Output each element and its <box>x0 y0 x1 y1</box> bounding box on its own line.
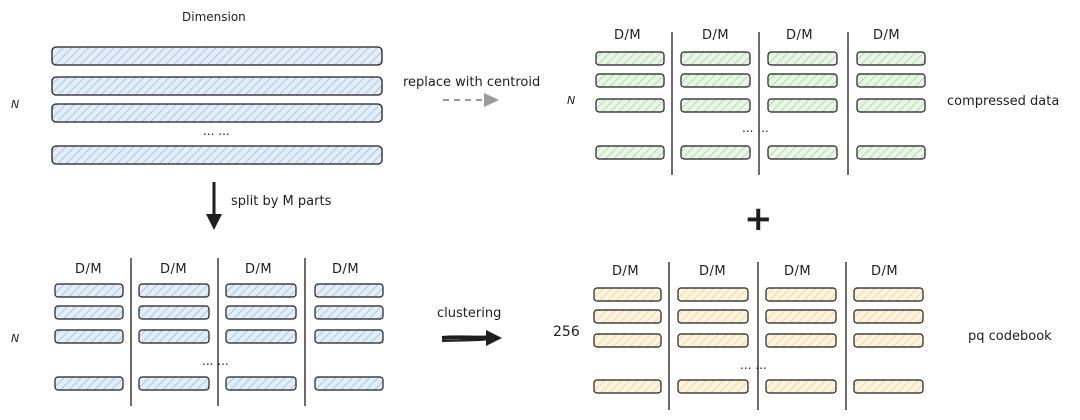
compressed-cell <box>595 98 665 113</box>
subvector-cell <box>314 329 384 344</box>
n-label: N <box>11 332 20 345</box>
n-label: N <box>11 98 20 111</box>
codebook-cell <box>853 379 924 394</box>
codebook-cell <box>853 333 924 348</box>
pq-codebook-label: pq codebook <box>968 329 1052 344</box>
subvector-cell <box>138 376 210 391</box>
compressed-cell <box>856 98 926 113</box>
vector-row <box>51 46 383 66</box>
codebook-cell <box>593 379 662 394</box>
compressed-cell <box>680 98 751 113</box>
n-label: N <box>567 94 576 107</box>
ellipsis: ... ... <box>740 358 767 372</box>
codebook-cell <box>853 287 924 302</box>
compressed-data-label: compressed data <box>947 94 1060 109</box>
dimension-label: Dimension <box>182 10 246 24</box>
compressed-data-group <box>595 32 926 175</box>
full-vectors-group <box>51 46 383 165</box>
codebook-cell <box>677 333 749 348</box>
column-header: D/M <box>699 264 727 279</box>
vector-row <box>51 103 383 123</box>
compressed-cell <box>767 51 838 66</box>
ellipsis: ... ... <box>202 354 229 368</box>
compressed-cell <box>767 73 838 88</box>
codebook-cell <box>677 379 749 394</box>
compressed-cell <box>595 145 665 160</box>
compressed-cell <box>856 145 926 160</box>
clustering-arrow <box>441 330 502 346</box>
plus-symbol: + <box>744 199 773 239</box>
vector-row <box>51 145 383 165</box>
column-header: D/M <box>245 262 273 277</box>
subvector-cell <box>225 329 297 344</box>
compressed-cell <box>856 73 926 88</box>
compressed-cell <box>595 73 665 88</box>
ellipsis: ... ... <box>742 121 769 135</box>
subvector-cell <box>54 376 124 391</box>
codebook-cell <box>765 287 837 302</box>
column-header: D/M <box>702 28 730 43</box>
subvector-cell <box>138 305 210 320</box>
compressed-cell <box>767 145 838 160</box>
codebook-cell <box>593 333 662 348</box>
subvector-cell <box>54 329 124 344</box>
codebook-cell <box>853 309 924 324</box>
pq-codebook-group <box>593 262 924 410</box>
split-label: split by M parts <box>231 194 332 209</box>
subvector-cell <box>225 283 297 298</box>
column-header: D/M <box>873 28 901 43</box>
compressed-cell <box>680 73 751 88</box>
subvector-cell <box>138 283 210 298</box>
column-header: D/M <box>332 262 360 277</box>
subvector-cell <box>138 329 210 344</box>
clustering-label: clustering <box>437 306 502 321</box>
subvector-cell <box>314 376 384 391</box>
codebook-cell <box>765 333 837 348</box>
vector-row <box>51 76 383 96</box>
compressed-cell <box>595 51 665 66</box>
codebook-cell <box>765 379 837 394</box>
codebook-cell <box>677 287 749 302</box>
split-arrow <box>206 182 222 230</box>
replace-label: replace with centroid <box>403 75 541 90</box>
subvector-cell <box>314 305 384 320</box>
ellipsis: ... ... <box>203 124 230 138</box>
column-header: D/M <box>75 262 103 277</box>
split-subvectors-group <box>54 258 384 406</box>
column-header: D/M <box>614 28 642 43</box>
subvector-cell <box>225 376 297 391</box>
column-header: D/M <box>786 28 814 43</box>
subvector-cell <box>54 283 124 298</box>
codebook-cell <box>593 287 662 302</box>
subvector-cell <box>225 305 297 320</box>
compressed-cell <box>680 145 751 160</box>
replace-arrow <box>443 93 499 107</box>
row-count-label: 256 <box>553 324 580 340</box>
subvector-cell <box>54 305 124 320</box>
codebook-cell <box>765 309 837 324</box>
column-header: D/M <box>612 264 640 279</box>
column-header: D/M <box>784 264 812 279</box>
compressed-cell <box>767 98 838 113</box>
compressed-cell <box>680 51 751 66</box>
column-header: D/M <box>160 262 188 277</box>
column-header: D/M <box>871 264 899 279</box>
codebook-cell <box>593 309 662 324</box>
codebook-cell <box>677 309 749 324</box>
compressed-cell <box>856 51 926 66</box>
subvector-cell <box>314 283 384 298</box>
